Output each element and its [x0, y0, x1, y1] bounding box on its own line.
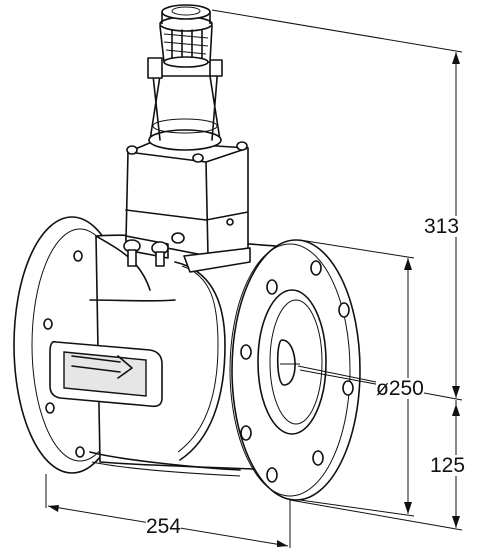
near-flange	[229, 239, 361, 501]
dimension-label-total-height: 313	[424, 215, 460, 238]
nameplate	[49, 340, 163, 408]
setting-spring-knob	[159, 4, 213, 68]
pressure-test-ports	[123, 232, 185, 267]
dimension-label-length: 254	[146, 515, 182, 538]
dimension-label-axis-height: 125	[430, 454, 466, 477]
flow-arrow-icon	[71, 355, 133, 379]
dimension-label-flange-diameter: ø250	[376, 377, 424, 400]
far-flange-bolt-holes	[43, 250, 85, 458]
near-flange-bolt-holes	[240, 260, 354, 483]
actuator-cone	[147, 57, 223, 151]
dimension-lines	[45, 9, 463, 548]
